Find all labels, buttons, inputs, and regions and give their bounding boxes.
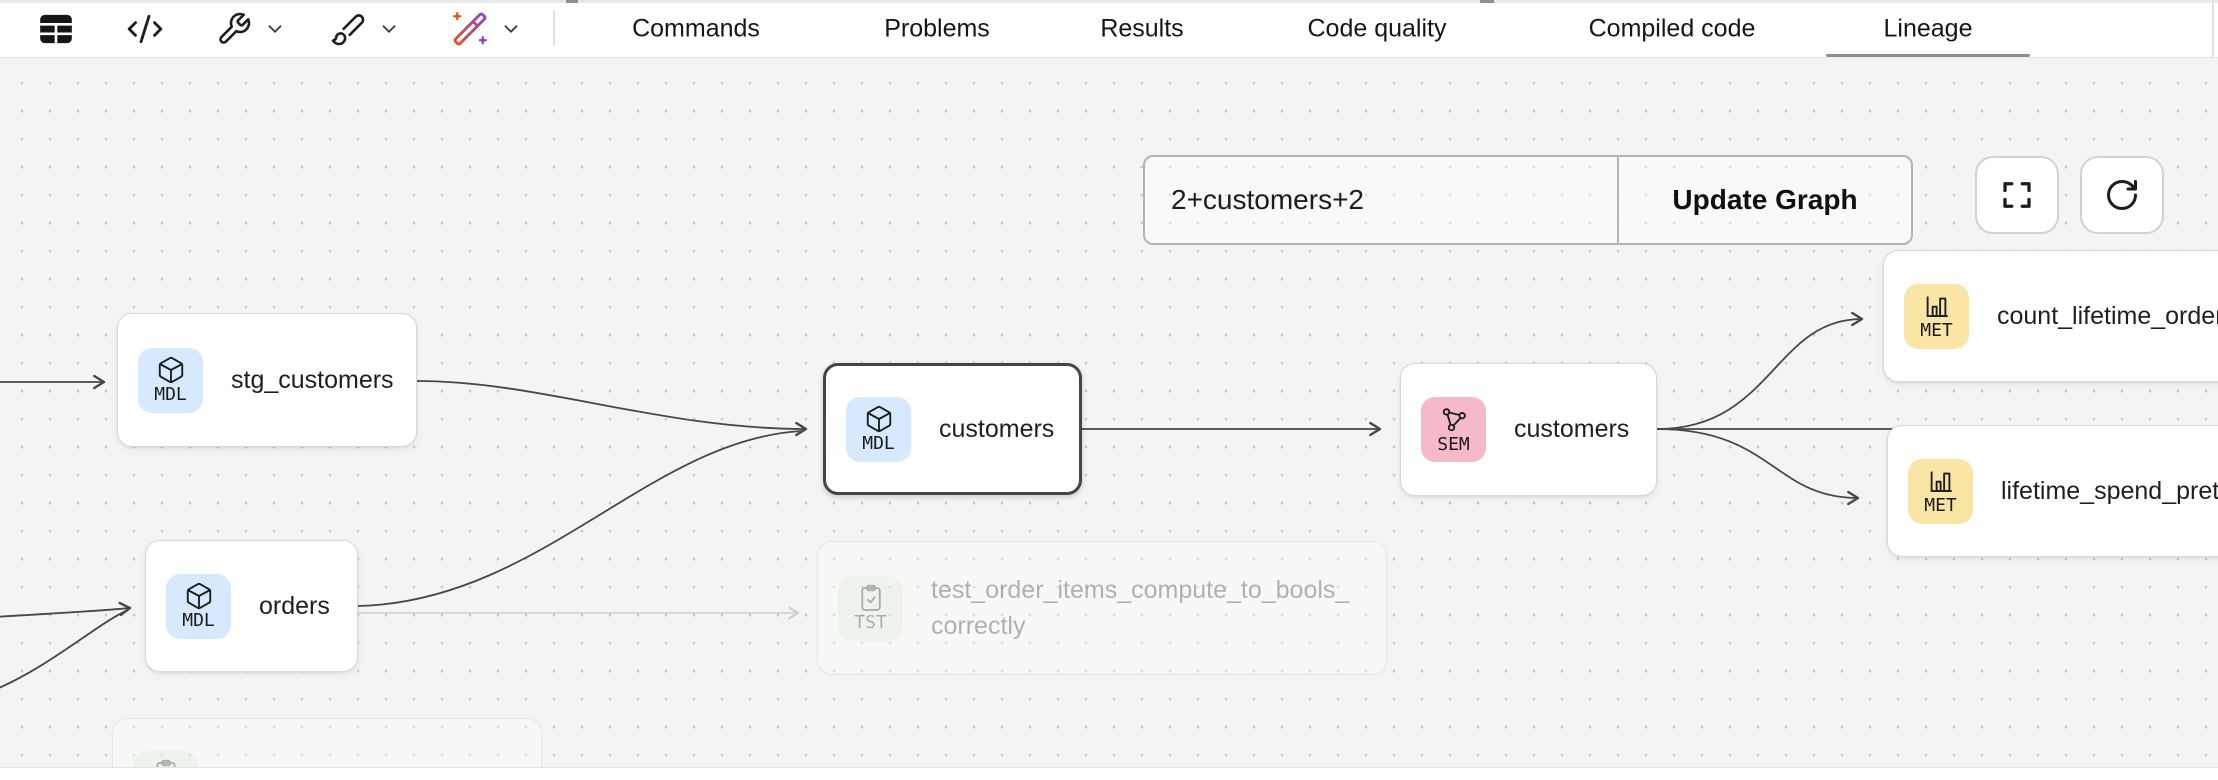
tab-compiled-code[interactable]: Compiled code <box>1588 14 1756 42</box>
test-type-badge: TST <box>838 575 903 641</box>
top-strip <box>0 0 2218 3</box>
node-name: lifetime_spend_preta <box>2001 476 2218 505</box>
cube-icon <box>186 582 211 610</box>
bar-chart-icon <box>1926 296 1948 317</box>
bottom-strip <box>0 767 2218 780</box>
tab-commands[interactable]: Commands <box>632 14 760 42</box>
clipboard-check-icon <box>860 584 881 611</box>
pane-handle-tick <box>566 0 578 3</box>
table-grid-icon-button[interactable] <box>36 9 76 49</box>
node-stg-customers[interactable]: MDL stg_customers <box>117 313 417 447</box>
pane-handle-tick <box>1480 0 1494 3</box>
semantic-type-badge: SEM <box>1421 397 1486 462</box>
code-icon <box>127 14 163 43</box>
selector-button-divider <box>1617 157 1619 243</box>
fullscreen-button[interactable] <box>1975 156 2059 234</box>
update-graph-button[interactable]: Update Graph <box>1619 157 1911 243</box>
tab-code-quality[interactable]: Code quality <box>1307 14 1447 42</box>
lineage-edges <box>0 311 2218 689</box>
node-type-label: MET <box>1924 495 1957 516</box>
pane-divider <box>2212 0 2214 57</box>
cube-icon <box>158 356 183 384</box>
node-customers-model[interactable]: MDL customers <box>823 363 1082 495</box>
metric-type-badge: MET <box>1904 283 1969 349</box>
graph-selector-bar: Update Graph <box>1143 155 1913 245</box>
node-name: test_order_items_compute_to_bools_correc… <box>931 575 1350 640</box>
lineage-canvas[interactable]: MDL stg_customers MDL orders MDL custome… <box>0 57 2218 768</box>
bar-chart-icon <box>1930 471 1952 492</box>
table-grid-icon <box>40 14 72 43</box>
wrench-icon <box>219 12 251 44</box>
node-test-order-items[interactable]: TST test_order_items_compute_to_bools_co… <box>817 541 1387 675</box>
node-name: count_lifetime_order <box>1997 301 2218 330</box>
node-type-label: SEM <box>1437 433 1470 455</box>
node-name: customers <box>939 414 1055 443</box>
clipboard-check-icon <box>155 759 176 768</box>
network-icon <box>1442 407 1466 431</box>
node-lifetime-spend-pretax-metric[interactable]: MET lifetime_spend_preta <box>1887 425 2218 557</box>
tab-problems[interactable]: Problems <box>884 14 990 42</box>
refresh-icon <box>2107 180 2137 210</box>
fullscreen-icon <box>2003 182 2031 208</box>
refresh-button[interactable] <box>2080 156 2164 234</box>
node-type-label: MDL <box>154 384 187 405</box>
node-name: orders <box>259 591 330 620</box>
model-type-badge: MDL <box>846 396 911 462</box>
chevron-down-icon <box>268 24 282 33</box>
node-count-lifetime-orders-metric[interactable]: MET count_lifetime_order <box>1883 250 2218 382</box>
node-test-partial[interactable]: TST <box>112 718 542 768</box>
toolbar-divider <box>553 10 555 46</box>
node-selector-input[interactable] <box>1145 157 1617 243</box>
code-icon-button[interactable] <box>126 10 164 48</box>
panel-header: Commands Problems Results Code quality C… <box>0 0 2218 58</box>
broom-icon <box>331 13 365 45</box>
magic-wand-menu-button[interactable] <box>452 11 522 47</box>
node-customers-semantic[interactable]: SEM customers <box>1400 363 1657 496</box>
node-type-label: TST <box>854 612 887 633</box>
chevron-down-icon <box>382 24 396 33</box>
node-type-label: MET <box>1920 320 1953 341</box>
node-orders[interactable]: MDL orders <box>145 540 358 672</box>
model-type-badge: MDL <box>138 347 203 413</box>
node-type-label: MDL <box>862 433 895 454</box>
metric-type-badge: MET <box>1908 458 1973 524</box>
chevron-down-icon <box>504 24 518 33</box>
tab-results[interactable]: Results <box>1100 14 1184 42</box>
tab-lineage[interactable]: Lineage <box>1883 14 1973 42</box>
test-type-badge: TST <box>133 750 198 768</box>
cube-icon <box>866 405 891 433</box>
wrench-menu-button[interactable] <box>216 11 286 47</box>
magic-wand-icon <box>453 11 487 45</box>
node-type-label: MDL <box>182 610 215 631</box>
broom-menu-button[interactable] <box>330 11 400 47</box>
node-name: customers <box>1514 415 1630 443</box>
model-type-badge: MDL <box>166 573 231 639</box>
active-tab-indicator <box>1826 54 2030 57</box>
node-name: stg_customers <box>231 365 394 394</box>
